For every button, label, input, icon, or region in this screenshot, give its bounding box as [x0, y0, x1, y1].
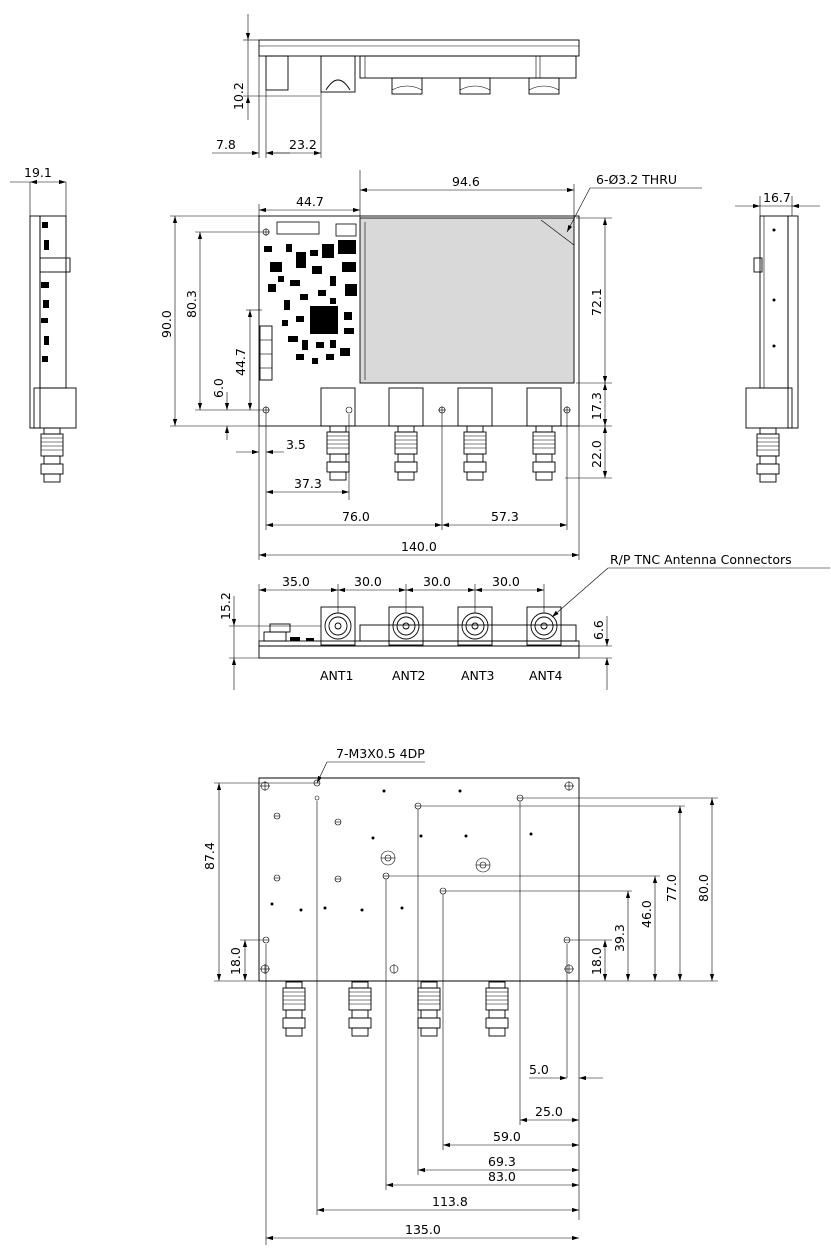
dim-135-0: 135.0 — [405, 1222, 441, 1237]
dim-35-0: 35.0 — [282, 574, 310, 589]
dim-83-0: 83.0 — [488, 1169, 516, 1184]
dim-59-0: 59.0 — [493, 1129, 521, 1144]
dim-18-0-right: 18.0 — [589, 947, 604, 975]
front-view-board — [259, 646, 579, 658]
dim-16-7: 16.7 — [763, 190, 791, 205]
top-view-board — [259, 40, 579, 56]
front-view: R/P TNC Antenna Connectors 35.0 30.0 30.… — [218, 552, 830, 690]
dim-80-3: 80.3 — [184, 290, 199, 318]
dim-3-5: 3.5 — [286, 437, 306, 452]
dim-6-6: 6.6 — [591, 620, 606, 640]
left-side-view: 19.1 — [10, 165, 76, 482]
dim-76-0: 76.0 — [342, 509, 370, 524]
dim-10-2: 10.2 — [231, 82, 246, 110]
dim-140-0: 140.0 — [401, 539, 437, 554]
thread-note: 7-M3X0.5 4DP — [336, 746, 425, 761]
right-side-view: 16.7 — [735, 190, 820, 482]
dim-44-7-side: 44.7 — [233, 348, 248, 376]
dim-80-0: 80.0 — [696, 874, 711, 902]
ant-label-3: ANT3 — [461, 668, 495, 683]
dim-5-0: 5.0 — [529, 1062, 549, 1077]
hole-note: 6-Ø3.2 THRU — [596, 172, 677, 187]
ant-label-1: ANT1 — [320, 668, 354, 683]
connector-note: R/P TNC Antenna Connectors — [610, 552, 792, 567]
dim-46-0: 46.0 — [639, 900, 654, 928]
dim-37-3: 37.3 — [294, 476, 322, 491]
dim-25-0: 25.0 — [535, 1104, 563, 1119]
front-connectors — [321, 607, 561, 645]
bottom-view: 7-M3X0.5 4DP 87.4 18.0 18.0 39.3 46.0 77… — [202, 746, 718, 1245]
rf-shield — [360, 218, 574, 383]
dim-77-0: 77.0 — [664, 874, 679, 902]
pcb-components — [264, 222, 357, 364]
dim-30-0-a: 30.0 — [354, 574, 382, 589]
dim-87-4: 87.4 — [202, 842, 217, 870]
dim-6-0: 6.0 — [211, 378, 226, 398]
left-view-board — [30, 216, 40, 428]
dim-30-0-b: 30.0 — [423, 574, 451, 589]
top-view: 10.2 7.8 23.2 — [212, 14, 579, 158]
dim-57-3: 57.3 — [491, 509, 519, 524]
main-plan-view: 44.7 94.6 6-Ø3.2 THRU 90.0 80.3 44.7 6.0… — [159, 170, 702, 560]
dim-17-3: 17.3 — [589, 392, 604, 420]
bottom-view-outline — [259, 778, 579, 981]
dim-15-2: 15.2 — [218, 592, 233, 620]
dim-113-8: 113.8 — [432, 1194, 468, 1209]
dim-94-6: 94.6 — [452, 174, 480, 189]
dim-18-0-left: 18.0 — [228, 947, 243, 975]
dim-44-7-top: 44.7 — [296, 194, 324, 209]
dim-69-3: 69.3 — [488, 1154, 516, 1169]
dim-22-0: 22.0 — [589, 440, 604, 468]
dim-72-1: 72.1 — [589, 288, 604, 316]
dim-7-8: 7.8 — [216, 137, 236, 152]
dim-30-0-c: 30.0 — [492, 574, 520, 589]
dim-39-3: 39.3 — [612, 924, 627, 952]
ant-label-4: ANT4 — [529, 668, 563, 683]
ant-label-2: ANT2 — [392, 668, 426, 683]
dim-90-0: 90.0 — [159, 310, 174, 338]
right-view-board — [788, 216, 798, 428]
dim-19-1: 19.1 — [24, 165, 52, 180]
dim-23-2: 23.2 — [289, 137, 317, 152]
